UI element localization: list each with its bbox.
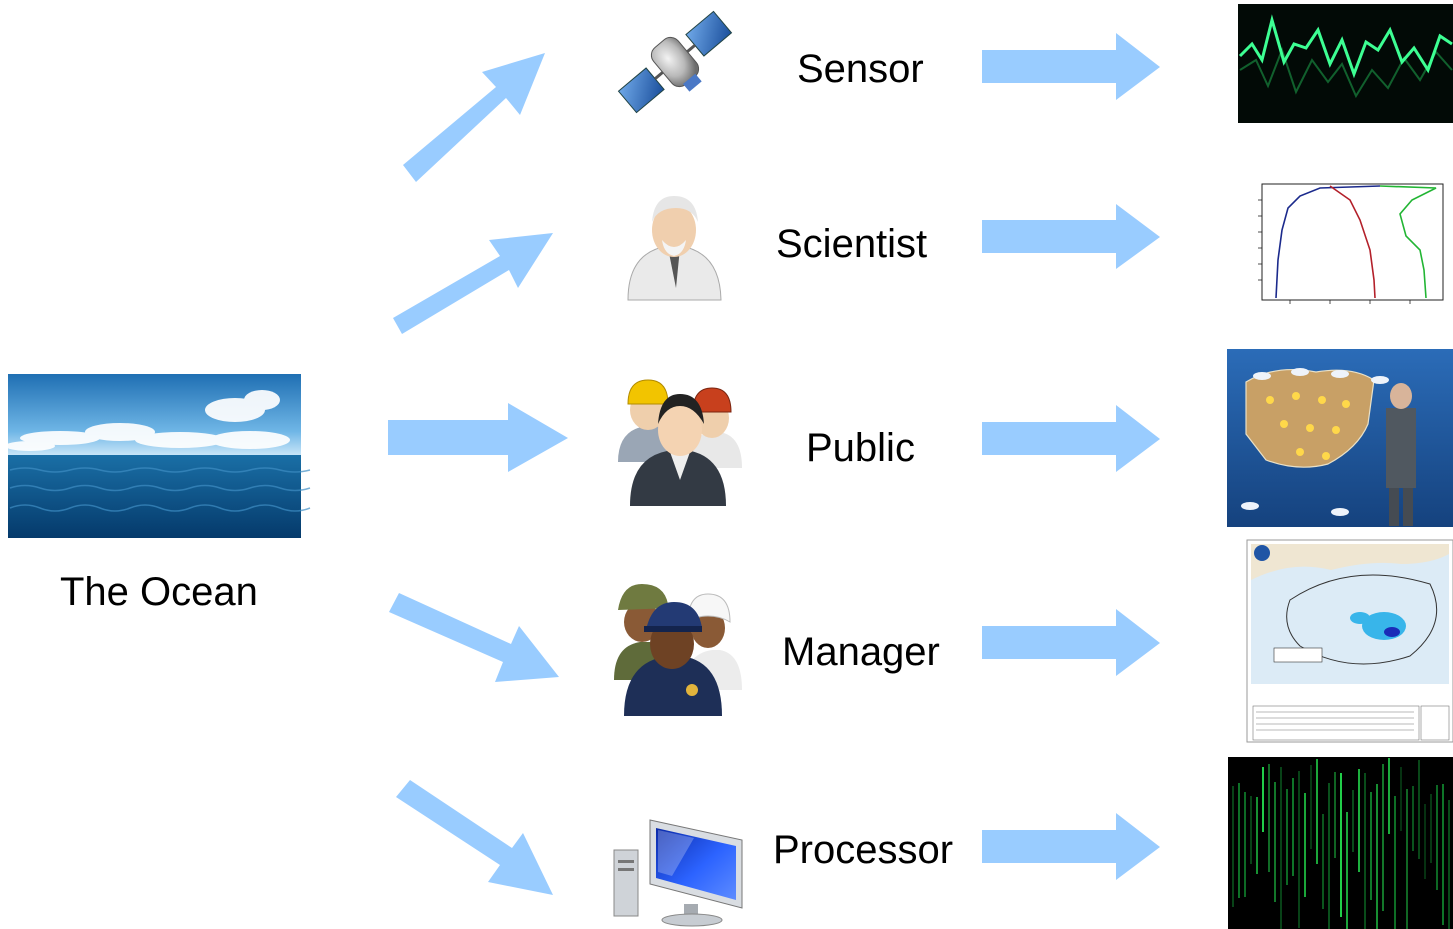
row-label-processor: Processor [773,828,954,872]
source-label-the-ocean: The Ocean [60,570,258,614]
workers-group-icon [618,379,742,506]
arrow-processor-to-output [982,813,1160,880]
arrow-ocean-to-sensor [403,53,545,182]
satellite-icon [617,10,733,114]
computer-icon [613,819,743,927]
arrow-ocean-to-processor [396,780,553,895]
arrow-ocean-to-manager [389,593,559,682]
arrow-public-to-output [982,405,1160,472]
ocean-photo [5,374,311,538]
depth-profile-plot-image [1238,150,1453,320]
officers-group-icon [614,584,742,716]
row-label-manager: Manager [782,630,940,674]
oscilloscope-signal-image [1238,4,1453,123]
oil-spill-forecast-map-image [1246,539,1453,743]
source-arrows [388,53,568,895]
matrix-code-image [1228,757,1453,929]
row-label-scientist: Scientist [776,222,928,266]
output-arrows [982,33,1160,880]
row-label-public: Public [806,426,915,470]
arrow-ocean-to-scientist [393,233,553,334]
arrow-sensor-to-output [982,33,1160,100]
arrow-scientist-to-output [982,204,1160,269]
arrow-manager-to-output [982,609,1160,676]
arrow-ocean-to-public [388,403,568,472]
row-label-sensor: Sensor [797,47,924,91]
weather-forecast-map-image [1227,349,1453,527]
scientist-icon [627,196,722,301]
